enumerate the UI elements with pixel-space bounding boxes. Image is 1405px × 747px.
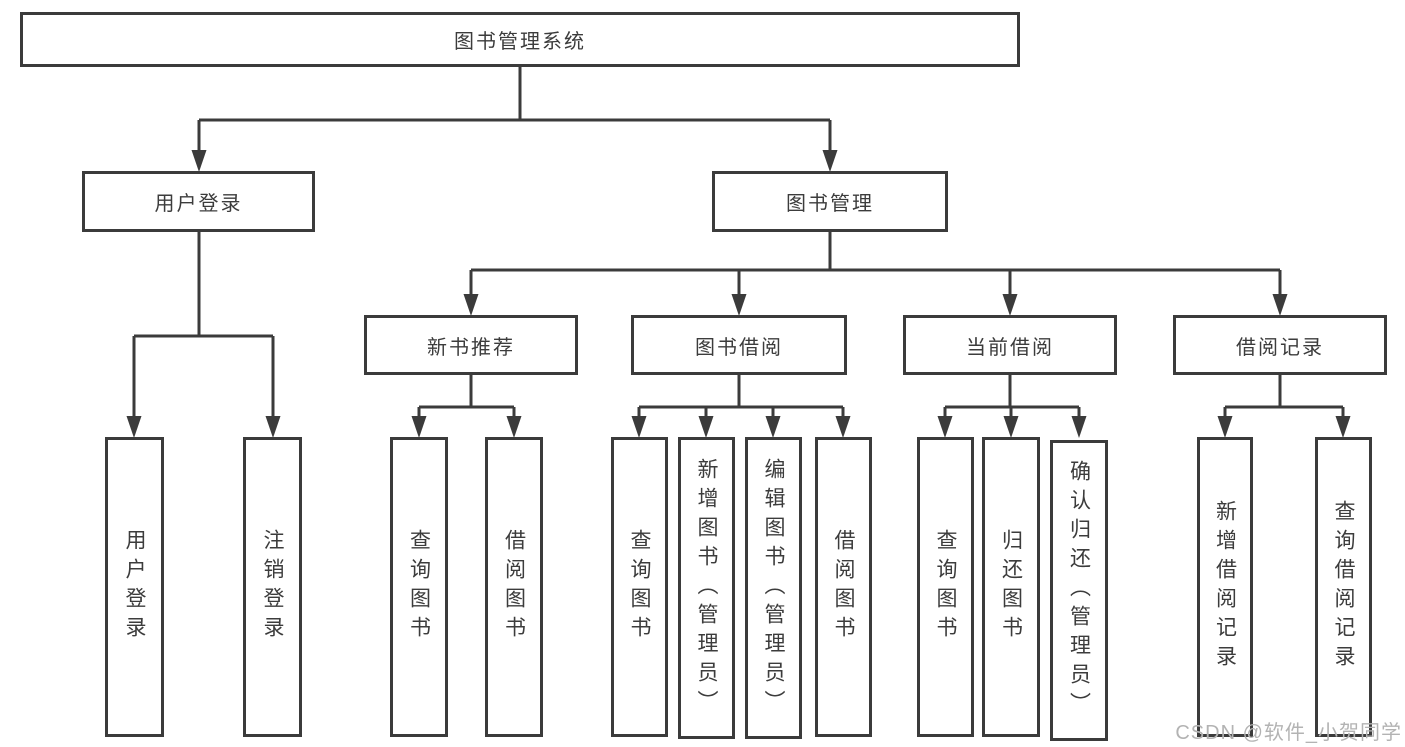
leaf-query-borrow-record: 查询借阅记录: [1315, 437, 1372, 737]
leaf-confirm-return-admin: 确认归还（管理员）: [1050, 440, 1108, 741]
leaf-query-books-2: 查询图书: [611, 437, 668, 737]
node-new-book-recommend: 新书推荐: [364, 315, 578, 375]
arrow-down-icons: [126, 150, 1351, 438]
leaf-edit-book-admin: 编辑图书（管理员）: [745, 437, 802, 739]
watermark: CSDN @软件_小贺同学: [1175, 722, 1402, 744]
leaf-query-books-3: 查询图书: [917, 437, 974, 737]
leaf-user-login: 用户登录: [105, 437, 164, 737]
leaf-return-book: 归还图书: [982, 437, 1040, 737]
node-borrowing-records: 借阅记录: [1173, 315, 1387, 375]
leaf-logout: 注销登录: [243, 437, 302, 737]
node-book-management: 图书管理: [712, 171, 948, 232]
leaf-query-books-1: 查询图书: [390, 437, 448, 737]
node-book-borrowing: 图书借阅: [631, 315, 847, 375]
leaf-add-book-admin: 新增图书（管理员）: [678, 437, 735, 739]
node-root: 图书管理系统: [20, 12, 1020, 67]
node-user-login: 用户登录: [82, 171, 315, 232]
node-current-borrowing: 当前借阅: [903, 315, 1117, 375]
leaf-borrow-books-1: 借阅图书: [485, 437, 543, 737]
leaf-borrow-books-2: 借阅图书: [815, 437, 872, 737]
leaf-add-borrow-record: 新增借阅记录: [1197, 437, 1253, 737]
